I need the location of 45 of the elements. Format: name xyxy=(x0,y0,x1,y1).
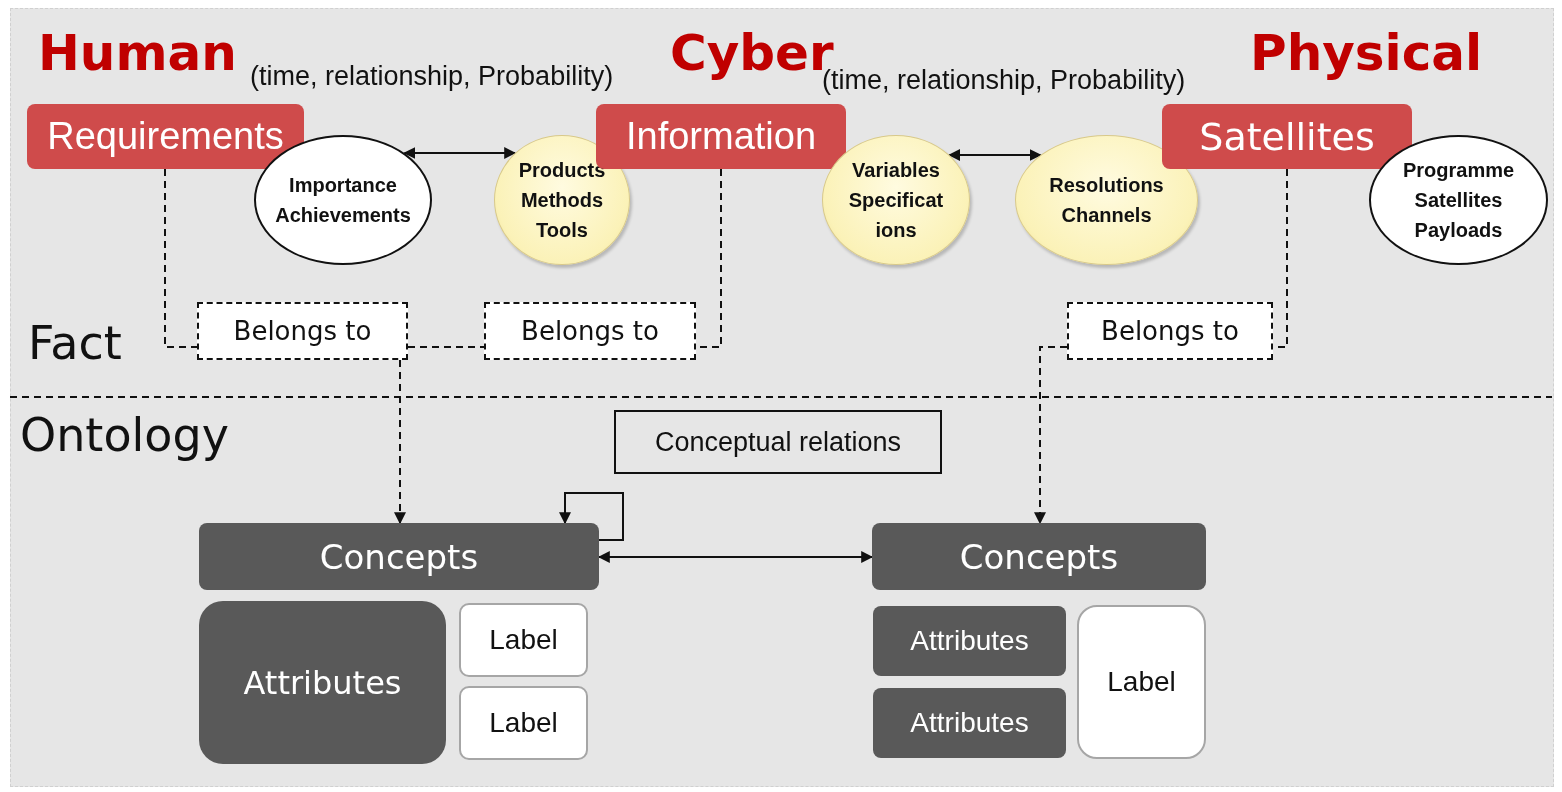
relation-box xyxy=(614,410,942,474)
node-text: Concepts xyxy=(958,536,1120,577)
node-text: Label xyxy=(1106,666,1177,698)
node-text: Attributes xyxy=(909,625,1030,657)
relation-box xyxy=(484,302,696,360)
arrow xyxy=(597,551,874,563)
label-box xyxy=(459,686,588,760)
node-text: Conceptual relations xyxy=(653,426,903,458)
dashed-connector xyxy=(164,168,198,348)
section-title: Fact xyxy=(28,318,122,369)
node-text: Requirements xyxy=(46,115,285,158)
attribute-box xyxy=(199,601,446,764)
heading: Physical xyxy=(1250,26,1483,81)
node-text: Programme Satellites Payloads xyxy=(1401,158,1516,243)
attribute-box xyxy=(873,606,1066,676)
relation-box xyxy=(197,302,408,360)
node-text: Attributes xyxy=(909,707,1030,739)
node-text: Belongs to xyxy=(520,316,660,346)
section-title: Ontology xyxy=(20,410,229,461)
node-text: Products Methods Tools xyxy=(517,158,607,243)
node-text: Belongs to xyxy=(232,316,373,346)
node-text: Variables Specificat ions xyxy=(847,158,945,243)
node-text: Concepts xyxy=(318,536,480,577)
dashed-connector xyxy=(1034,346,1068,525)
node-text: Label xyxy=(488,707,559,739)
node-text: Belongs to xyxy=(1100,316,1240,346)
concept-bar xyxy=(872,523,1206,590)
dashed-connector xyxy=(394,359,406,525)
node-text: Satellites xyxy=(1198,114,1376,159)
attribute-box xyxy=(873,688,1066,758)
node-text: Resolutions Channels xyxy=(1048,173,1165,228)
annotation: (time, relationship, Probability) xyxy=(250,62,614,92)
heading: Human xyxy=(38,26,237,81)
node-text: Attributes xyxy=(242,663,403,702)
dashed-connector xyxy=(407,346,485,348)
arrow xyxy=(559,492,624,541)
label-box xyxy=(1077,605,1206,759)
node-text: Information xyxy=(624,115,818,158)
node-text: Label xyxy=(488,624,559,656)
label-box xyxy=(459,603,588,677)
category-box xyxy=(27,104,304,169)
relation-box xyxy=(1067,302,1273,360)
arrow xyxy=(403,147,517,159)
concept-bar xyxy=(199,523,599,590)
node-text: Importance Achievements xyxy=(274,173,412,228)
